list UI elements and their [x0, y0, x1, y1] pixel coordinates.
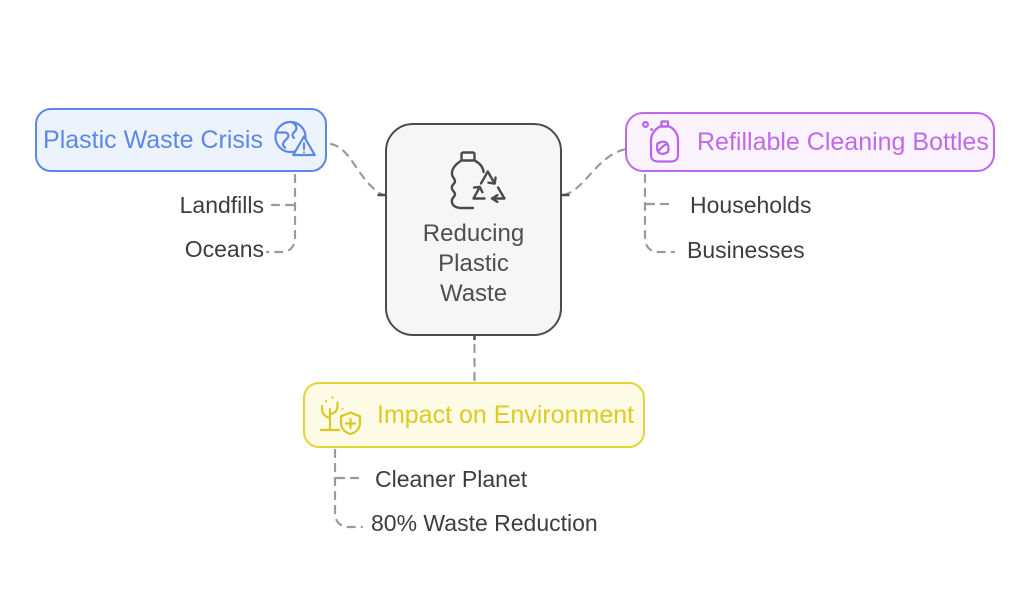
- node-label: Impact on Environment: [377, 400, 635, 429]
- center-label-line: Waste: [439, 279, 508, 307]
- connector-blue-to-center: [329, 142, 385, 197]
- node-label: Refillable Cleaning Bottles: [697, 127, 989, 156]
- node-impact-on-environment[interactable]: Impact on Environment: [303, 382, 645, 448]
- connector-blue-children: [265, 173, 297, 254]
- node-label: Plastic Waste Crisis: [43, 125, 263, 154]
- connector-purple-children: [643, 173, 676, 254]
- child-waste-reduction[interactable]: 80% Waste Reduction: [371, 510, 598, 536]
- node-refillable-cleaning-bottles[interactable]: Refillable Cleaning Bottles: [625, 112, 995, 172]
- child-businesses[interactable]: Businesses: [687, 237, 805, 263]
- child-oceans[interactable]: Oceans: [184, 236, 264, 262]
- child-households[interactable]: Households: [690, 192, 812, 218]
- node-plastic-waste-crisis[interactable]: Plastic Waste Crisis: [35, 108, 327, 172]
- center-label-line: Plastic: [438, 249, 509, 277]
- plastic-bottle-recycle-icon: [450, 150, 506, 209]
- child-landfills[interactable]: Landfills: [179, 192, 264, 218]
- plant-shield-icon: [319, 396, 362, 436]
- globe-warning-icon: [274, 120, 316, 157]
- detergent-bottle-icon: [641, 120, 680, 163]
- child-cleaner-planet[interactable]: Cleaner Planet: [375, 466, 528, 492]
- center-label: Reducing Plastic Waste: [423, 219, 524, 309]
- node-central-topic[interactable]: Reducing Plastic Waste: [385, 123, 562, 336]
- connector-center-to-purple: [562, 147, 628, 197]
- connector-yellow-children: [333, 448, 364, 529]
- center-label-line: Reducing: [422, 219, 525, 247]
